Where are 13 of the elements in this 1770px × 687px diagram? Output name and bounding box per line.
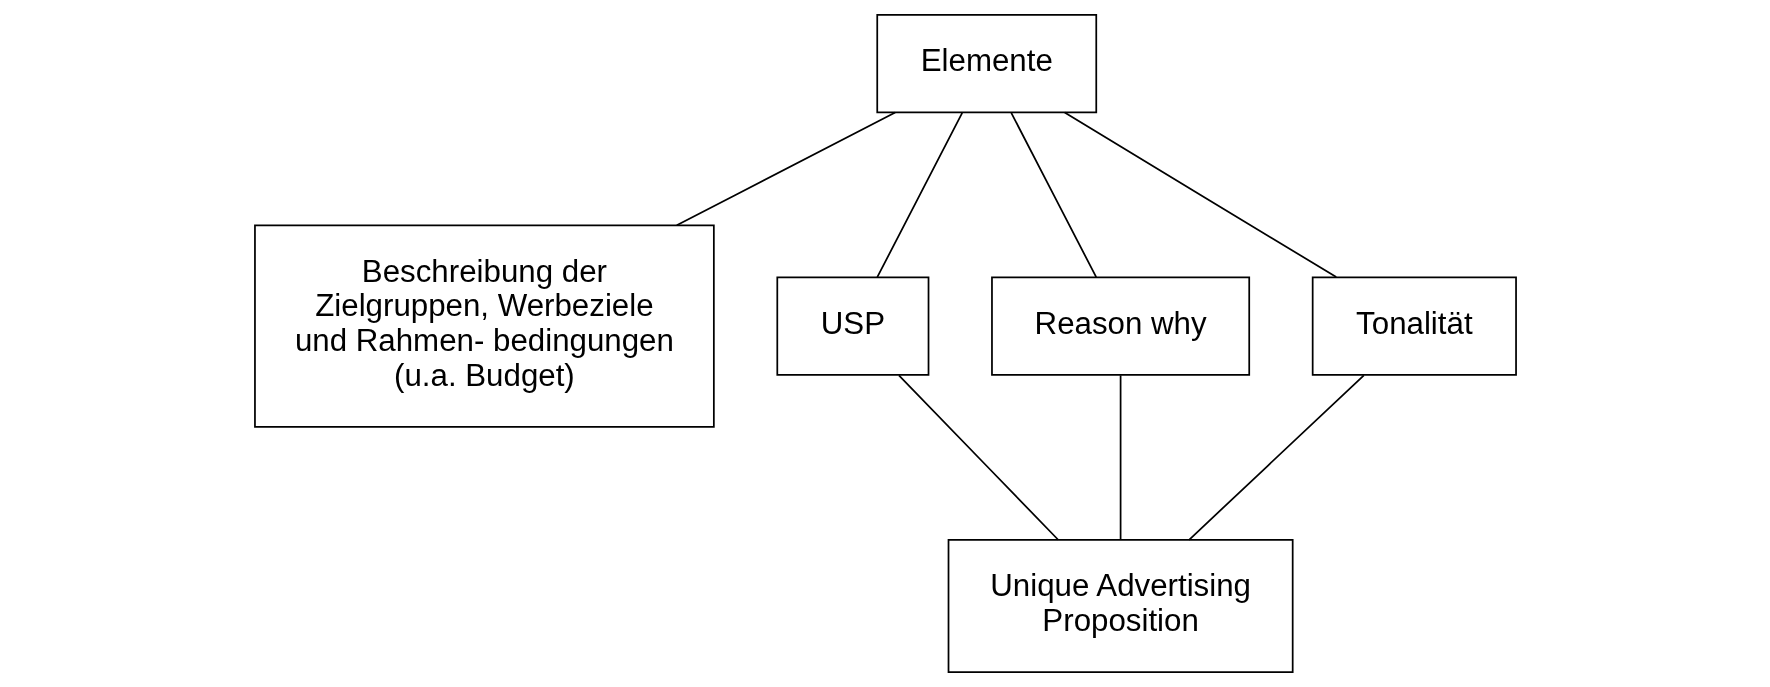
node-box: Elemente <box>875 14 1097 114</box>
connector <box>1063 111 1337 278</box>
connector <box>897 374 1059 541</box>
connector <box>1009 112 1097 279</box>
node-box: Unique Advertising Proposition <box>947 539 1294 673</box>
node-box: Tonalität <box>1311 276 1517 376</box>
node-box: Beschreibung der Zielgruppen, Werbeziele und Rahmen- bedingungen (u.a. Budget) <box>253 224 715 428</box>
connector <box>1119 374 1121 541</box>
node-box: USP <box>775 276 929 376</box>
connector <box>875 112 963 279</box>
connector <box>1187 374 1365 541</box>
node-box: Reason why <box>990 276 1250 376</box>
connector <box>675 111 896 227</box>
